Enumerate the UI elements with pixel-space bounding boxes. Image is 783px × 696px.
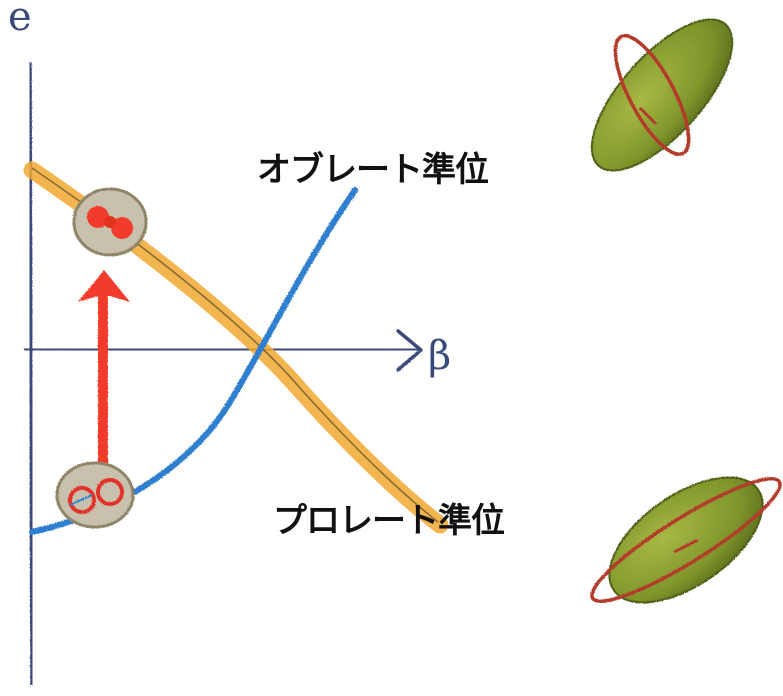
- excitation-arrow-shaft: [98, 295, 108, 465]
- y-axis-label: e: [8, 0, 32, 40]
- x-axis-arrowhead: [396, 329, 424, 372]
- y-axis-line: [28, 61, 34, 686]
- oblate-nucleus-icon: [590, 18, 734, 172]
- upper-particle-pair: [72, 187, 148, 257]
- prolate-level-label: プロレート準位: [273, 501, 505, 541]
- prolate-nucleus-icon: [590, 476, 782, 604]
- oblate-level-label: オブレート準位: [257, 150, 489, 190]
- excitation-arrow-head: [78, 270, 130, 302]
- x-axis-line: [23, 347, 421, 352]
- x-axis-label: β: [428, 333, 452, 379]
- lower-particle-pair: [55, 461, 135, 529]
